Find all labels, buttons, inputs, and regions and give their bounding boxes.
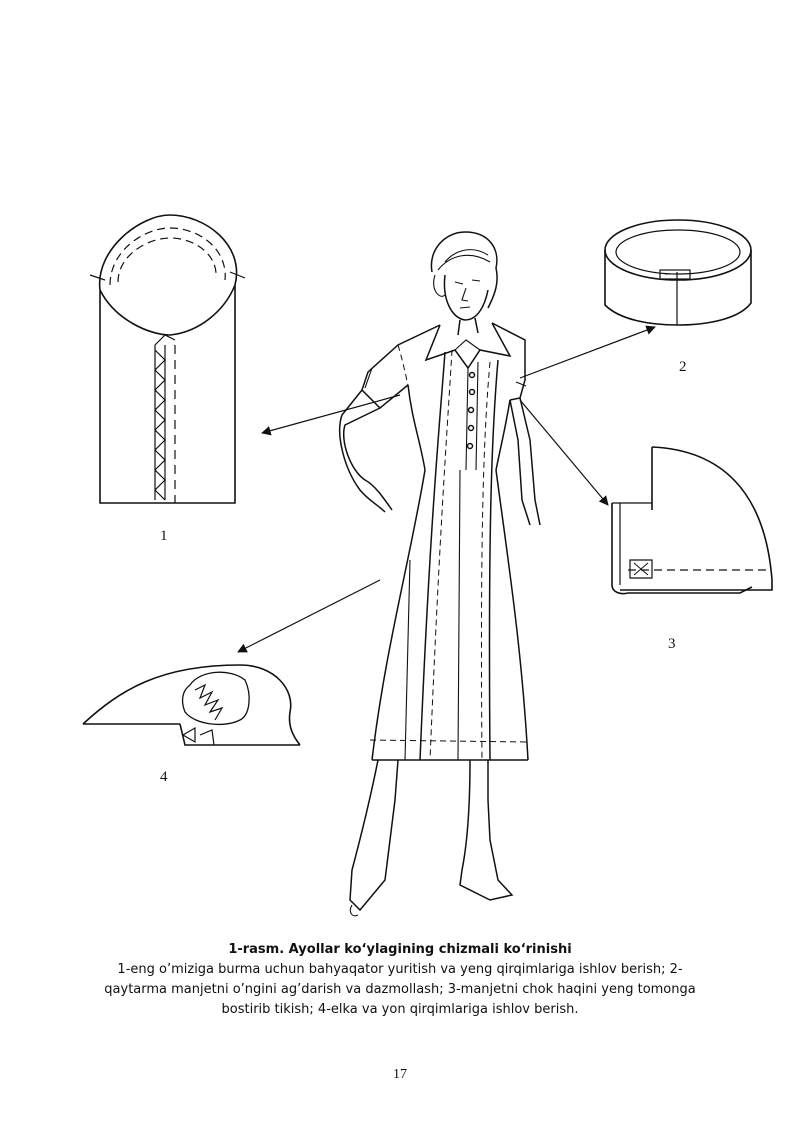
- caption-title: 1-rasm. Ayollar ko‘ylagining chizmali ko…: [228, 942, 572, 957]
- arrow-to-detail-3: [519, 399, 609, 506]
- caption-text: 1-eng o’miziga burma uchun bahyaqator yu…: [104, 962, 696, 1017]
- garment-illustration: 1 2 3: [82, 214, 773, 917]
- page-number: 17: [393, 1067, 407, 1082]
- detail-1-sleeve-drawing: [89, 214, 246, 504]
- arrow-to-detail-4: [237, 579, 381, 653]
- detail-4-label: 4: [160, 769, 168, 785]
- detail-1-label: 1: [160, 528, 168, 544]
- figure-caption: 1-rasm. Ayollar ko‘ylagining chizmali ko…: [100, 940, 700, 1020]
- arrow-to-detail-2: [519, 325, 656, 379]
- detail-3-cuff-seam-drawing: [611, 446, 773, 595]
- detail-2-cuff-drawing: [604, 219, 752, 326]
- arrow-to-detail-1: [261, 394, 401, 436]
- detail-3-label: 3: [668, 636, 676, 652]
- detail-2-label: 2: [679, 359, 687, 375]
- woman-figure-drawing: [338, 231, 541, 917]
- pointer-arrows: [237, 325, 656, 653]
- detail-4-side-seam-drawing: [82, 664, 301, 746]
